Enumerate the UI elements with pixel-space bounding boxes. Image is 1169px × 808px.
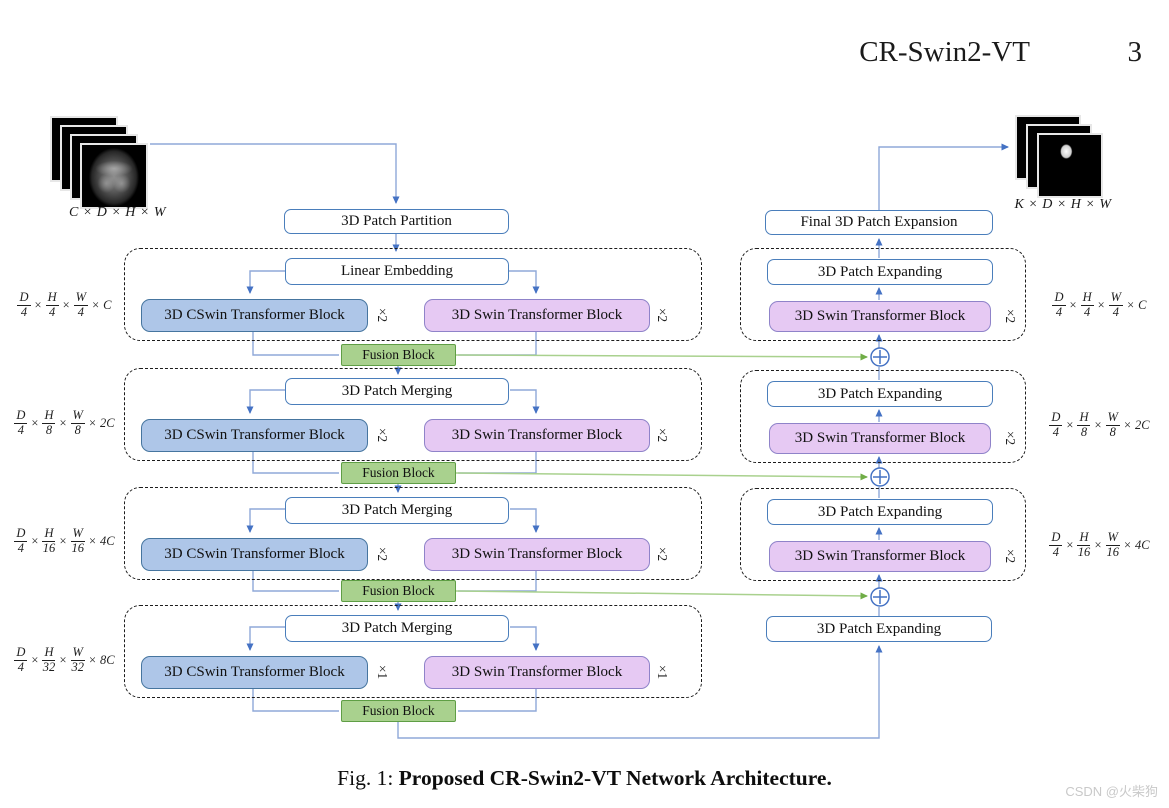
swin-transformer-block: 3D Swin Transformer Block (424, 538, 650, 571)
decoder-stage-3: 3D Patch Expanding 3D Swin Transformer B… (740, 488, 1026, 581)
add-nodes (870, 347, 890, 607)
swin-transformer-block: 3D Swin Transformer Block (424, 419, 650, 452)
fusion-block-2: Fusion Block (341, 462, 456, 484)
patch-partition-box: 3D Patch Partition (284, 209, 509, 234)
caption-title: Proposed CR-Swin2-VT Network Architectur… (398, 766, 832, 790)
patch-expanding-box: 3D Patch Expanding (767, 499, 993, 525)
add-circle-icon-1 (870, 347, 890, 367)
cswin-transformer-block: 3D CSwin Transformer Block (141, 656, 368, 689)
decoder-stage-2: 3D Patch Expanding 3D Swin Transformer B… (740, 370, 1026, 463)
repeat-count-label: ×2 (1003, 430, 1018, 446)
running-title: CR-Swin2-VT (859, 36, 1030, 68)
patch-merging-box: 3D Patch Merging (285, 378, 509, 405)
repeat-count-label: ×2 (375, 546, 390, 562)
linear-embedding-box: Linear Embedding (285, 258, 509, 285)
swin-transformer-block: 3D Swin Transformer Block (769, 541, 991, 572)
patch-expanding-box-bottom: 3D Patch Expanding (766, 616, 992, 642)
encoder-stage-2: 3D Patch Merging 3D CSwin Transformer Bl… (124, 368, 702, 461)
repeat-count-label: ×2 (375, 427, 390, 443)
swin-transformer-block: 3D Swin Transformer Block (424, 656, 650, 689)
input-image-stack (50, 116, 150, 211)
figure-caption: Fig. 1: Proposed CR-Swin2-VT Network Arc… (0, 766, 1169, 791)
watermark: CSDN @火柴狗 (1065, 784, 1158, 799)
output-shape-label: K × D × H × W (1014, 197, 1112, 212)
encoder-stage-3: 3D Patch Merging 3D CSwin Transformer Bl… (124, 487, 702, 580)
final-patch-expansion-box: Final 3D Patch Expansion (765, 210, 993, 235)
swin-transformer-block: 3D Swin Transformer Block (769, 423, 991, 454)
repeat-count-label: ×1 (655, 664, 670, 680)
page-number: 3 (1127, 36, 1143, 68)
add-circle-icon-2 (870, 467, 890, 487)
segmentation-mask-image (1037, 133, 1103, 198)
brain-mri-image (80, 143, 148, 209)
patch-merging-box: 3D Patch Merging (285, 615, 509, 642)
patch-expanding-box: 3D Patch Expanding (767, 381, 993, 407)
output-image-stack (1015, 115, 1105, 200)
patch-merging-box: 3D Patch Merging (285, 497, 509, 524)
swin-transformer-block: 3D Swin Transformer Block (424, 299, 650, 332)
skip-connections (455, 353, 868, 600)
swin-transformer-block: 3D Swin Transformer Block (769, 301, 991, 332)
add-circle-icon-3 (870, 587, 890, 607)
encoder-stage-1: Linear Embedding 3D CSwin Transformer Bl… (124, 248, 702, 341)
skip-connection-2 (455, 472, 868, 481)
decoder-stage-1: 3D Patch Expanding 3D Swin Transformer B… (740, 248, 1026, 341)
encoder-stage-4: 3D Patch Merging 3D CSwin Transformer Bl… (124, 605, 702, 698)
repeat-count-label: ×2 (655, 427, 670, 443)
skip-connection-3 (455, 590, 868, 600)
repeat-count-label: ×1 (375, 664, 390, 680)
skip-connection-1 (455, 353, 868, 361)
fusion-block-3: Fusion Block (341, 580, 456, 602)
fusion-block-1: Fusion Block (341, 344, 456, 366)
patch-expanding-box: 3D Patch Expanding (767, 259, 993, 285)
cswin-transformer-block: 3D CSwin Transformer Block (141, 299, 368, 332)
repeat-count-label: ×2 (655, 307, 670, 323)
repeat-count-label: ×2 (1003, 308, 1018, 324)
input-shape-label: C × D × H × W (68, 205, 167, 220)
repeat-count-label: ×2 (655, 546, 670, 562)
caption-prefix: Fig. 1: (337, 766, 399, 790)
cswin-transformer-block: 3D CSwin Transformer Block (141, 538, 368, 571)
repeat-count-label: ×2 (375, 307, 390, 323)
cswin-transformer-block: 3D CSwin Transformer Block (141, 419, 368, 452)
fusion-block-4: Fusion Block (341, 700, 456, 722)
repeat-count-label: ×2 (1003, 548, 1018, 564)
